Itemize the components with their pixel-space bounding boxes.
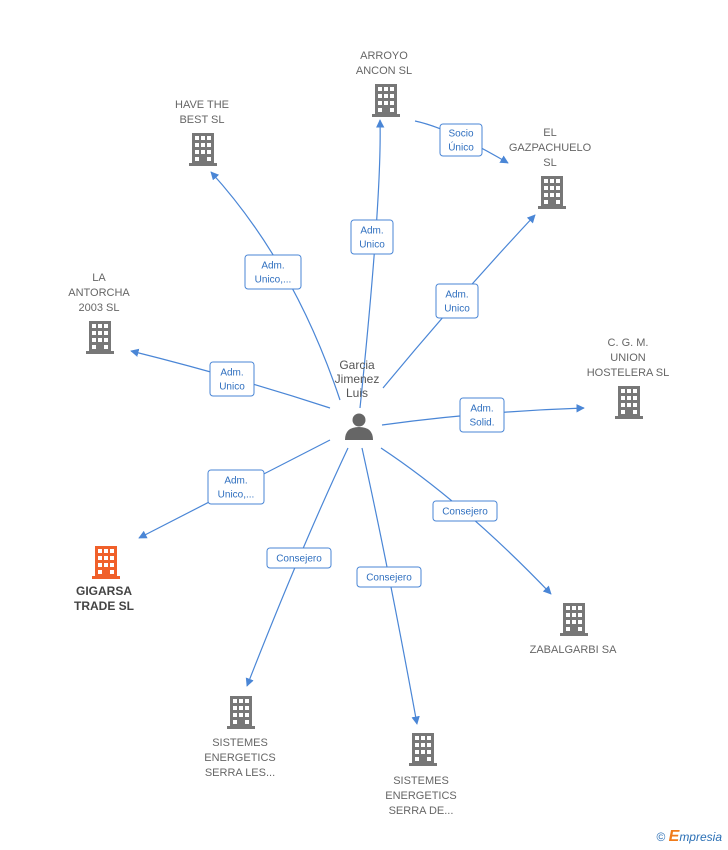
company-name-line: SISTEMES xyxy=(393,775,449,787)
company-name-line: EL xyxy=(543,127,556,139)
company-name-line: ANTORCHA xyxy=(68,287,130,299)
relation-label-text: Adm. xyxy=(445,290,468,301)
relation-label-box xyxy=(266,547,332,569)
building-icon xyxy=(86,321,114,354)
company-name-line: UNION xyxy=(610,352,646,364)
edge-label-layer: Adm.UnicoAdm.Unico,...Adm.UnicoSocioÚnic… xyxy=(207,123,505,588)
company-node-zabalgarbi[interactable]: ZABALGARBI SA xyxy=(530,603,617,656)
relation-label-box xyxy=(459,397,505,433)
relation-label-text: Unico xyxy=(444,304,470,315)
building-icon xyxy=(615,386,643,419)
relation-label-text: Unico,... xyxy=(255,275,292,286)
relation-label-center-cgm[interactable]: Adm. Solid. xyxy=(459,397,505,433)
building-icon xyxy=(189,133,217,166)
person-name-line: Garcia xyxy=(339,358,375,372)
relation-label-center-sistemes2[interactable]: Consejero xyxy=(356,566,422,588)
relation-label-text: Consejero xyxy=(442,507,488,518)
copyright-symbol: © xyxy=(656,830,666,844)
person-icon xyxy=(345,413,373,440)
company-node-cgm[interactable]: C. G. M. UNION HOSTELERA SL xyxy=(587,337,670,419)
relation-label-center-antorcha[interactable]: Adm. Unico xyxy=(209,361,255,397)
company-name-line: ENERGETICS xyxy=(385,790,457,802)
relation-label-text: Consejero xyxy=(366,573,412,584)
company-node-sistemes2[interactable]: SISTEMES ENERGETICS SERRA DE... xyxy=(385,733,457,817)
building-icon xyxy=(92,546,120,579)
relation-label-text: Unico xyxy=(359,240,385,251)
company-name-line: LA xyxy=(92,272,106,284)
company-name-line: SERRA LES... xyxy=(205,767,275,779)
company-name-line: SISTEMES xyxy=(212,737,268,749)
person-name-line: Luis xyxy=(346,386,368,400)
company-node-gazpachuelo[interactable]: EL GAZPACHUELO SL xyxy=(509,127,592,209)
company-name-line: GIGARSA xyxy=(76,584,132,598)
footer-brand[interactable]: © Empresia xyxy=(656,828,722,846)
company-name-line: ENERGETICS xyxy=(204,752,276,764)
relation-label-text: Adm. xyxy=(261,261,284,272)
company-name-line: GAZPACHUELO xyxy=(509,142,592,154)
building-icon xyxy=(560,603,588,636)
company-name-line: ANCON SL xyxy=(356,65,412,77)
relation-label-text: Solid. xyxy=(469,418,494,429)
person-name-line: Jimenez xyxy=(335,372,380,386)
relation-label-box xyxy=(244,254,302,290)
relation-label-center-gigarsa[interactable]: Adm. Unico,... xyxy=(207,469,265,505)
relation-label-box xyxy=(439,123,483,157)
company-name-line: TRADE SL xyxy=(74,599,134,613)
building-icon xyxy=(538,176,566,209)
relation-label-text: Adm. xyxy=(360,226,383,237)
relation-label-center-gazpachuelo[interactable]: Adm. Unico xyxy=(435,283,479,319)
company-name-line: SERRA DE... xyxy=(389,805,454,817)
company-name-line: HOSTELERA SL xyxy=(587,367,670,379)
relation-label-text: Único xyxy=(448,141,474,154)
company-name-line: HAVE THE xyxy=(175,99,229,111)
node-layer: ARROYO ANCON SL HAVE THE BEST SL EL GAZPACHUE… xyxy=(68,50,669,817)
building-icon xyxy=(372,84,400,117)
company-node-arroyo[interactable]: ARROYO ANCON SL xyxy=(356,50,412,117)
relation-label-center-zabalgarbi[interactable]: Consejero xyxy=(432,500,498,522)
company-node-sistemes1[interactable]: SISTEMES ENERGETICS SERRA LES... xyxy=(204,696,276,779)
company-name-line: ZABALGARBI SA xyxy=(530,644,617,656)
company-name-line: BEST SL xyxy=(179,114,224,126)
company-node-antorcha[interactable]: LA ANTORCHA 2003 SL xyxy=(68,272,130,354)
company-name-line: 2003 SL xyxy=(79,302,120,314)
relation-label-text: Adm. xyxy=(220,368,243,379)
relation-label-box xyxy=(350,219,394,255)
brand-name: mpresia xyxy=(679,830,722,844)
relation-label-text: Adm. xyxy=(470,404,493,415)
relation-label-center-have[interactable]: Adm. Unico,... xyxy=(244,254,302,290)
building-icon xyxy=(409,733,437,766)
relation-label-box xyxy=(432,500,498,522)
company-name-line: SL xyxy=(543,157,556,169)
company-name-line: C. G. M. xyxy=(608,337,649,349)
relation-label-box xyxy=(356,566,422,588)
relation-label-box xyxy=(435,283,479,319)
empresia-logo-icon: E xyxy=(668,828,680,845)
relation-label-box xyxy=(207,469,265,505)
company-node-have[interactable]: HAVE THE BEST SL xyxy=(175,99,229,166)
relation-label-text: Unico xyxy=(219,382,245,393)
company-name-line: ARROYO xyxy=(360,50,408,62)
relation-label-box xyxy=(209,361,255,397)
building-icon xyxy=(227,696,255,729)
relation-label-text: Consejero xyxy=(276,554,322,565)
relation-label-text: Socio xyxy=(448,129,473,140)
relation-label-text: Adm. xyxy=(224,476,247,487)
relation-label-text: Unico,... xyxy=(218,490,255,501)
relation-label-center-sistemes1[interactable]: Consejero xyxy=(266,547,332,569)
relation-label-center-arroyo[interactable]: Adm. Unico xyxy=(350,219,394,255)
